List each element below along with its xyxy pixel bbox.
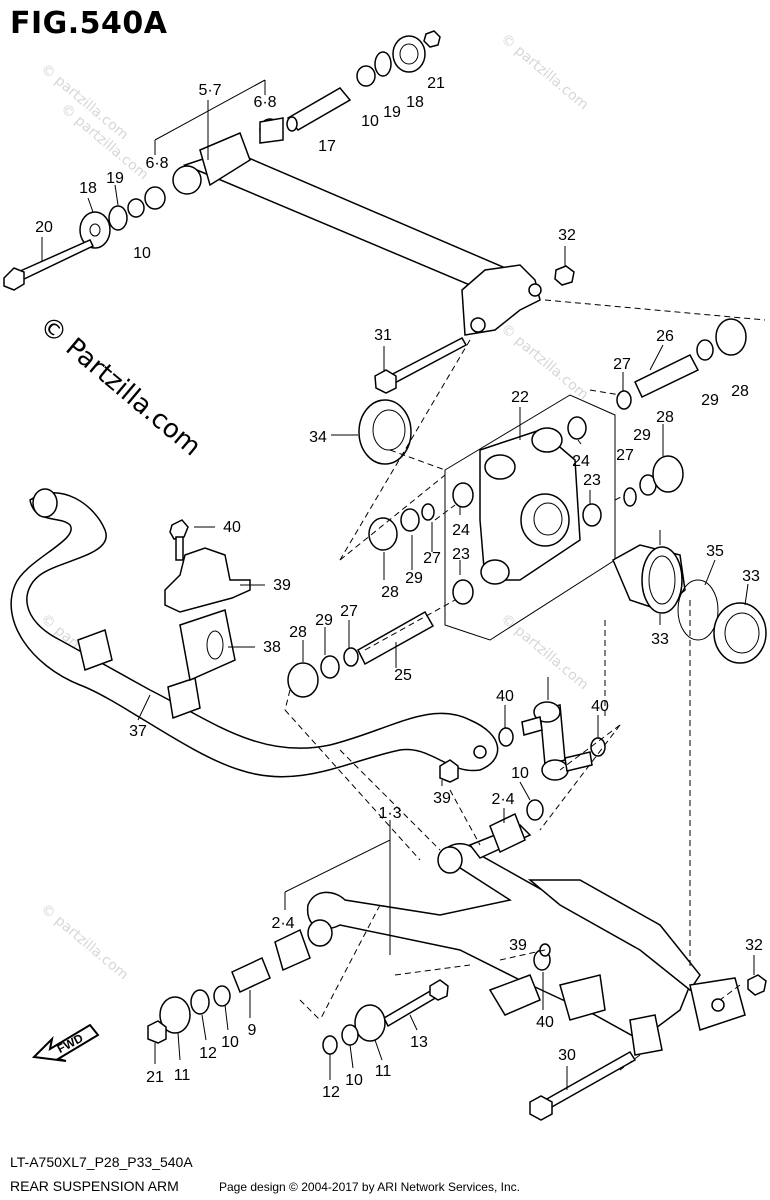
knuckle-box [444,394,616,641]
callout-11: 11 [174,1067,191,1084]
callout-30: 33 [651,631,669,648]
fwd-arrow-icon: FWD [32,1023,100,1062]
callout-6-8: 6·8 [253,94,276,111]
model-code: LT-A750XL7_P28_P33_540A [10,1154,193,1170]
callout-34: 37 [129,723,147,740]
watermark-large: © Partzilla.com [34,310,207,462]
callout-10: 10 [133,245,151,262]
callout-39: 39 [509,937,527,954]
callout-11: 11 [375,1063,392,1080]
callout-40: 40 [496,688,514,705]
callout-1-3: 1·3 [378,805,401,822]
seal-31 [358,399,412,465]
callout-28: 31 [374,327,392,344]
right-hardware [616,318,747,507]
callout-9: 9 [248,1022,257,1039]
callout-39: 39 [433,790,451,807]
callout-20: 23 [583,472,601,489]
callout-18: 21 [427,75,445,92]
callout-26: 29 [405,570,423,587]
callout-25: 28 [381,584,399,601]
callout-29: 32 [745,937,763,954]
callout-36: 39 [273,577,291,594]
callout-29: 32 [558,227,576,244]
callout-6-8: 6·8 [145,155,168,172]
callout-40: 40 [591,698,609,715]
callout-12: 12 [322,1084,340,1101]
left-knuckle-hardware [287,503,435,698]
callout-17: 20 [35,219,53,236]
callout-33: 35 [706,543,724,560]
callout-26: 29 [701,392,719,409]
callout-24: 27 [616,447,634,464]
callout-35: 38 [263,639,281,656]
callout-10: 10 [221,1034,239,1051]
callout-31: 34 [309,429,327,446]
callout-24: 27 [613,356,631,373]
figure-title: FIG.540A [10,6,168,41]
callout-19: 22 [511,389,529,406]
callout-26: 29 [633,427,651,444]
bolt-28 [374,337,468,394]
callout-15: 18 [79,180,97,197]
lower-hardware [147,799,767,1121]
stabilizer-link [439,701,606,783]
callout-5-7: 5·7 [198,82,221,99]
callout-24: 27 [340,603,358,620]
callout-24: 27 [423,550,441,567]
callout-23: 26 [656,328,674,345]
callout-2-4: 2·4 [491,791,514,808]
callout-25: 28 [731,383,749,400]
callout-21: 24 [452,522,470,539]
callout-26: 29 [315,612,333,629]
stabilizer-bar [10,488,499,778]
callout-16: 19 [383,104,401,121]
callout-14: 17 [318,138,336,155]
callout-10: 10 [511,765,529,782]
callout-2-4: 2·4 [271,915,294,932]
callout-13: 13 [410,1034,428,1051]
watermark: © partzilla.com [497,611,591,693]
callout-12: 12 [199,1045,217,1062]
bearing-group [612,544,767,664]
diagram-subtitle: REAR SUSPENSION ARM [10,1178,179,1194]
callout-10: 10 [361,113,379,130]
callout-25: 28 [289,624,307,641]
leader-lines [41,79,755,1090]
callout-32: 33 [742,568,760,585]
upper-hardware [3,30,575,291]
callout-22: 25 [394,667,412,684]
stabilizer-mount [164,519,251,682]
callout-37: 40 [223,519,241,536]
watermark: © partzilla.com [37,901,131,983]
upper-pivot-shaft [172,132,542,336]
page-credit: Page design © 2004-2017 by ARI Network S… [218,1180,520,1194]
callout-16: 19 [106,170,124,187]
callout-25: 28 [656,409,674,426]
callout-21: 24 [572,453,590,470]
assembly-lines [284,299,766,1071]
callouts: 5·7 6·8 6·8 17 10 19 18 21 18 19 10 20 3… [35,75,763,1101]
callout-27: 30 [558,1047,576,1064]
callout-20: 23 [452,546,470,563]
callout-15: 18 [406,94,424,111]
callout-18: 21 [146,1069,164,1086]
watermark: © partzilla.com [497,31,591,113]
callout-10: 10 [345,1072,363,1089]
callout-40: 40 [536,1014,554,1031]
